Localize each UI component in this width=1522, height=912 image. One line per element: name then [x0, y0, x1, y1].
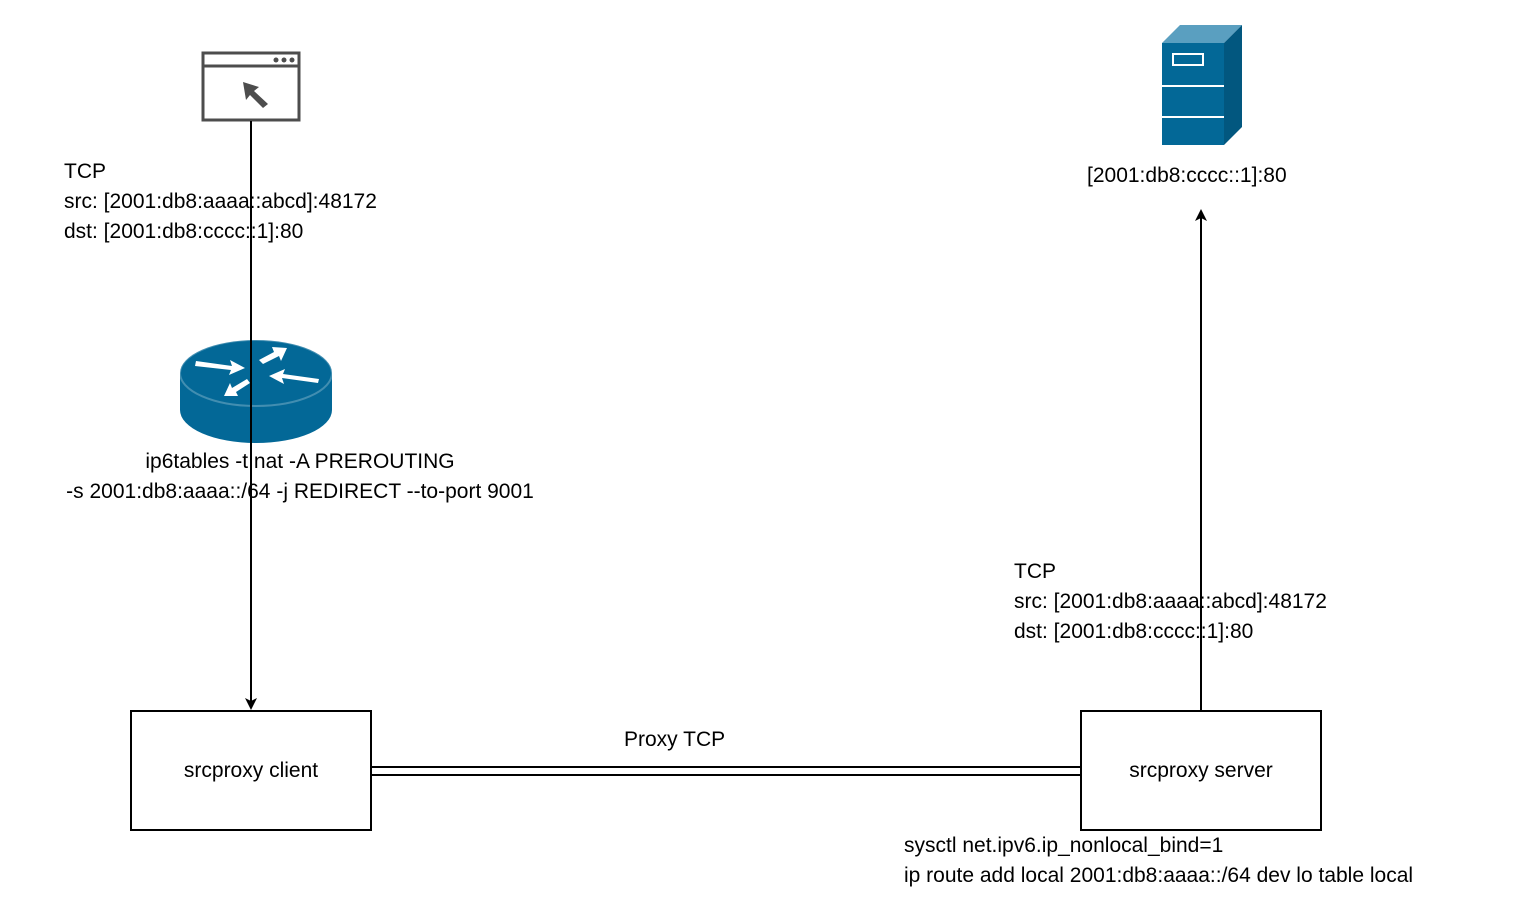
srcproxy-server-label: srcproxy server	[1129, 758, 1273, 782]
server-packet-src: src: [2001:db8:aaaa::abcd]:48172	[1014, 590, 1327, 613]
srcproxy-client-node: srcproxy client	[130, 710, 372, 831]
router-rule-line2: -s 2001:db8:aaaa::/64 -j REDIRECT --to-p…	[66, 480, 534, 503]
server-config-line1: sysctl net.ipv6.ip_nonlocal_bind=1	[904, 834, 1224, 857]
proxy-tcp-link	[371, 766, 1081, 776]
browser-window-icon	[201, 51, 301, 122]
router-rule-label: ip6tables -t nat -A PREROUTING -s 2001:d…	[0, 447, 600, 507]
client-packet-dst: dst: [2001:db8:cccc::1]:80	[64, 220, 304, 243]
srcproxy-client-label: srcproxy client	[183, 758, 319, 782]
server-config-label: sysctl net.ipv6.ip_nonlocal_bind=1 ip ro…	[904, 831, 1413, 891]
client-packet-protocol: TCP	[64, 160, 106, 183]
server-packet-label: TCP src: [2001:db8:aaaa::abcd]:48172 dst…	[1014, 557, 1327, 647]
client-packet-label: TCP src: [2001:db8:aaaa::abcd]:48172 dst…	[64, 157, 377, 247]
srcproxy-server-node: srcproxy server	[1080, 710, 1322, 831]
router-rule-line1: ip6tables -t nat -A PREROUTING	[145, 450, 455, 473]
server-packet-protocol: TCP	[1014, 560, 1056, 583]
proxy-tcp-label: Proxy TCP	[624, 728, 726, 751]
server-config-line2: ip route add local 2001:db8:aaaa::/64 de…	[904, 864, 1414, 887]
router-icon	[179, 339, 333, 443]
server-packet-dst: dst: [2001:db8:cccc::1]:80	[1014, 620, 1254, 643]
client-packet-src: src: [2001:db8:aaaa::abcd]:48172	[64, 190, 377, 213]
server-tower-icon	[1162, 25, 1242, 145]
server-address-label: [2001:db8:cccc::1]:80	[1087, 164, 1287, 187]
